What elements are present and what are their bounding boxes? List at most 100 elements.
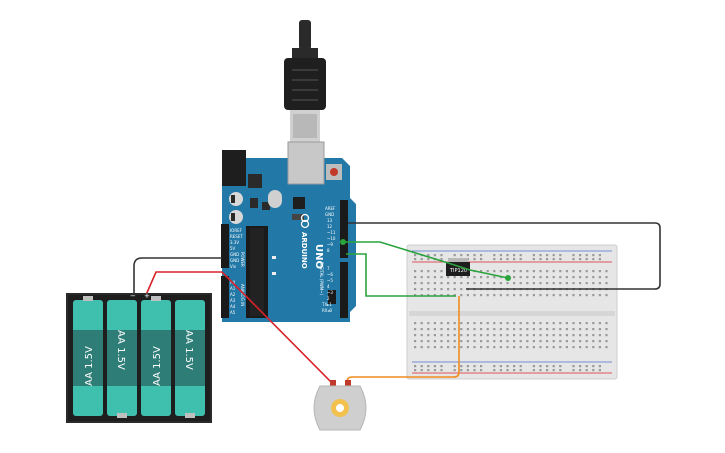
breadboard-hole[interactable]: [579, 322, 582, 325]
breadboard-hole[interactable]: [420, 294, 423, 297]
breadboard-hole[interactable]: [473, 276, 476, 279]
breadboard-hole[interactable]: [486, 322, 489, 325]
breadboard-hole[interactable]: [460, 282, 463, 285]
breadboard-hole[interactable]: [605, 346, 608, 349]
breadboard-hole[interactable]: [526, 294, 529, 297]
breadboard-hole[interactable]: [513, 322, 516, 325]
breadboard-hole[interactable]: [519, 328, 522, 331]
breadboard-hole[interactable]: [466, 328, 469, 331]
breadboard-hole[interactable]: [513, 328, 516, 331]
breadboard-hole[interactable]: [526, 334, 529, 337]
breadboard-holes[interactable]: [414, 254, 608, 372]
breadboard-hole[interactable]: [453, 254, 456, 257]
breadboard-hole[interactable]: [513, 276, 516, 279]
breadboard-hole[interactable]: [440, 328, 443, 331]
breadboard-hole[interactable]: [473, 334, 476, 337]
breadboard-hole[interactable]: [585, 322, 588, 325]
breadboard-hole[interactable]: [559, 258, 562, 261]
breadboard-hole[interactable]: [420, 322, 423, 325]
breadboard-hole[interactable]: [466, 254, 469, 257]
breadboard-hole[interactable]: [486, 328, 489, 331]
breadboard-hole[interactable]: [427, 294, 430, 297]
breadboard-hole[interactable]: [453, 346, 456, 349]
breadboard-hole[interactable]: [499, 334, 502, 337]
breadboard-hole[interactable]: [552, 328, 555, 331]
breadboard-hole[interactable]: [572, 328, 575, 331]
breadboard-hole[interactable]: [460, 322, 463, 325]
breadboard-hole[interactable]: [559, 294, 562, 297]
breadboard-hole[interactable]: [598, 270, 601, 273]
breadboard-hole[interactable]: [585, 346, 588, 349]
breadboard-hole[interactable]: [579, 328, 582, 331]
breadboard-hole[interactable]: [414, 254, 417, 257]
breadboard-hole[interactable]: [480, 346, 483, 349]
breadboard-hole[interactable]: [414, 334, 417, 337]
breadboard-hole[interactable]: [473, 258, 476, 261]
breadboard-hole[interactable]: [546, 322, 549, 325]
breadboard-hole[interactable]: [440, 322, 443, 325]
breadboard-hole[interactable]: [572, 254, 575, 257]
breadboard-hole[interactable]: [598, 258, 601, 261]
breadboard-hole[interactable]: [539, 294, 542, 297]
usb-cable[interactable]: [284, 20, 326, 142]
breadboard-hole[interactable]: [499, 369, 502, 372]
breadboard-hole[interactable]: [480, 369, 483, 372]
breadboard-hole[interactable]: [420, 276, 423, 279]
breadboard-hole[interactable]: [532, 322, 535, 325]
breadboard-hole[interactable]: [572, 365, 575, 368]
breadboard-hole[interactable]: [499, 365, 502, 368]
breadboard-hole[interactable]: [480, 282, 483, 285]
breadboard-hole[interactable]: [585, 334, 588, 337]
breadboard-hole[interactable]: [427, 328, 430, 331]
breadboard-hole[interactable]: [559, 340, 562, 343]
breadboard-hole[interactable]: [565, 334, 568, 337]
breadboard-hole[interactable]: [473, 254, 476, 257]
breadboard-hole[interactable]: [414, 288, 417, 291]
breadboard-hole[interactable]: [539, 346, 542, 349]
breadboard-hole[interactable]: [546, 369, 549, 372]
breadboard-hole[interactable]: [532, 365, 535, 368]
breadboard-hole[interactable]: [552, 346, 555, 349]
breadboard-hole[interactable]: [539, 322, 542, 325]
dc-motor[interactable]: [313, 380, 367, 431]
breadboard-hole[interactable]: [414, 365, 417, 368]
breadboard-hole[interactable]: [546, 334, 549, 337]
breadboard-hole[interactable]: [466, 276, 469, 279]
breadboard-hole[interactable]: [473, 294, 476, 297]
breadboard-hole[interactable]: [473, 322, 476, 325]
breadboard-hole[interactable]: [552, 258, 555, 261]
breadboard-hole[interactable]: [559, 328, 562, 331]
breadboard-hole[interactable]: [466, 282, 469, 285]
breadboard-hole[interactable]: [480, 322, 483, 325]
breadboard-hole[interactable]: [592, 365, 595, 368]
breadboard-hole[interactable]: [579, 254, 582, 257]
breadboard-hole[interactable]: [414, 282, 417, 285]
breadboard-hole[interactable]: [519, 282, 522, 285]
breadboard-hole[interactable]: [605, 282, 608, 285]
analog-header[interactable]: [221, 276, 229, 318]
breadboard-hole[interactable]: [592, 328, 595, 331]
breadboard-hole[interactable]: [460, 328, 463, 331]
breadboard-hole[interactable]: [466, 369, 469, 372]
breadboard-hole[interactable]: [460, 346, 463, 349]
breadboard-hole[interactable]: [440, 346, 443, 349]
breadboard-hole[interactable]: [565, 294, 568, 297]
breadboard-hole[interactable]: [466, 322, 469, 325]
breadboard-hole[interactable]: [480, 365, 483, 368]
breadboard-hole[interactable]: [598, 276, 601, 279]
breadboard-hole[interactable]: [585, 254, 588, 257]
breadboard-hole[interactable]: [532, 270, 535, 273]
breadboard-hole[interactable]: [420, 328, 423, 331]
breadboard-hole[interactable]: [440, 288, 443, 291]
tip120-transistor[interactable]: TIP120: [446, 258, 470, 276]
breadboard-hole[interactable]: [427, 322, 430, 325]
breadboard-hole[interactable]: [453, 294, 456, 297]
breadboard-hole[interactable]: [506, 258, 509, 261]
breadboard-hole[interactable]: [598, 340, 601, 343]
breadboard-hole[interactable]: [585, 340, 588, 343]
breadboard-hole[interactable]: [466, 346, 469, 349]
breadboard-hole[interactable]: [546, 258, 549, 261]
breadboard-hole[interactable]: [506, 369, 509, 372]
breadboard-hole[interactable]: [559, 270, 562, 273]
breadboard-hole[interactable]: [572, 294, 575, 297]
